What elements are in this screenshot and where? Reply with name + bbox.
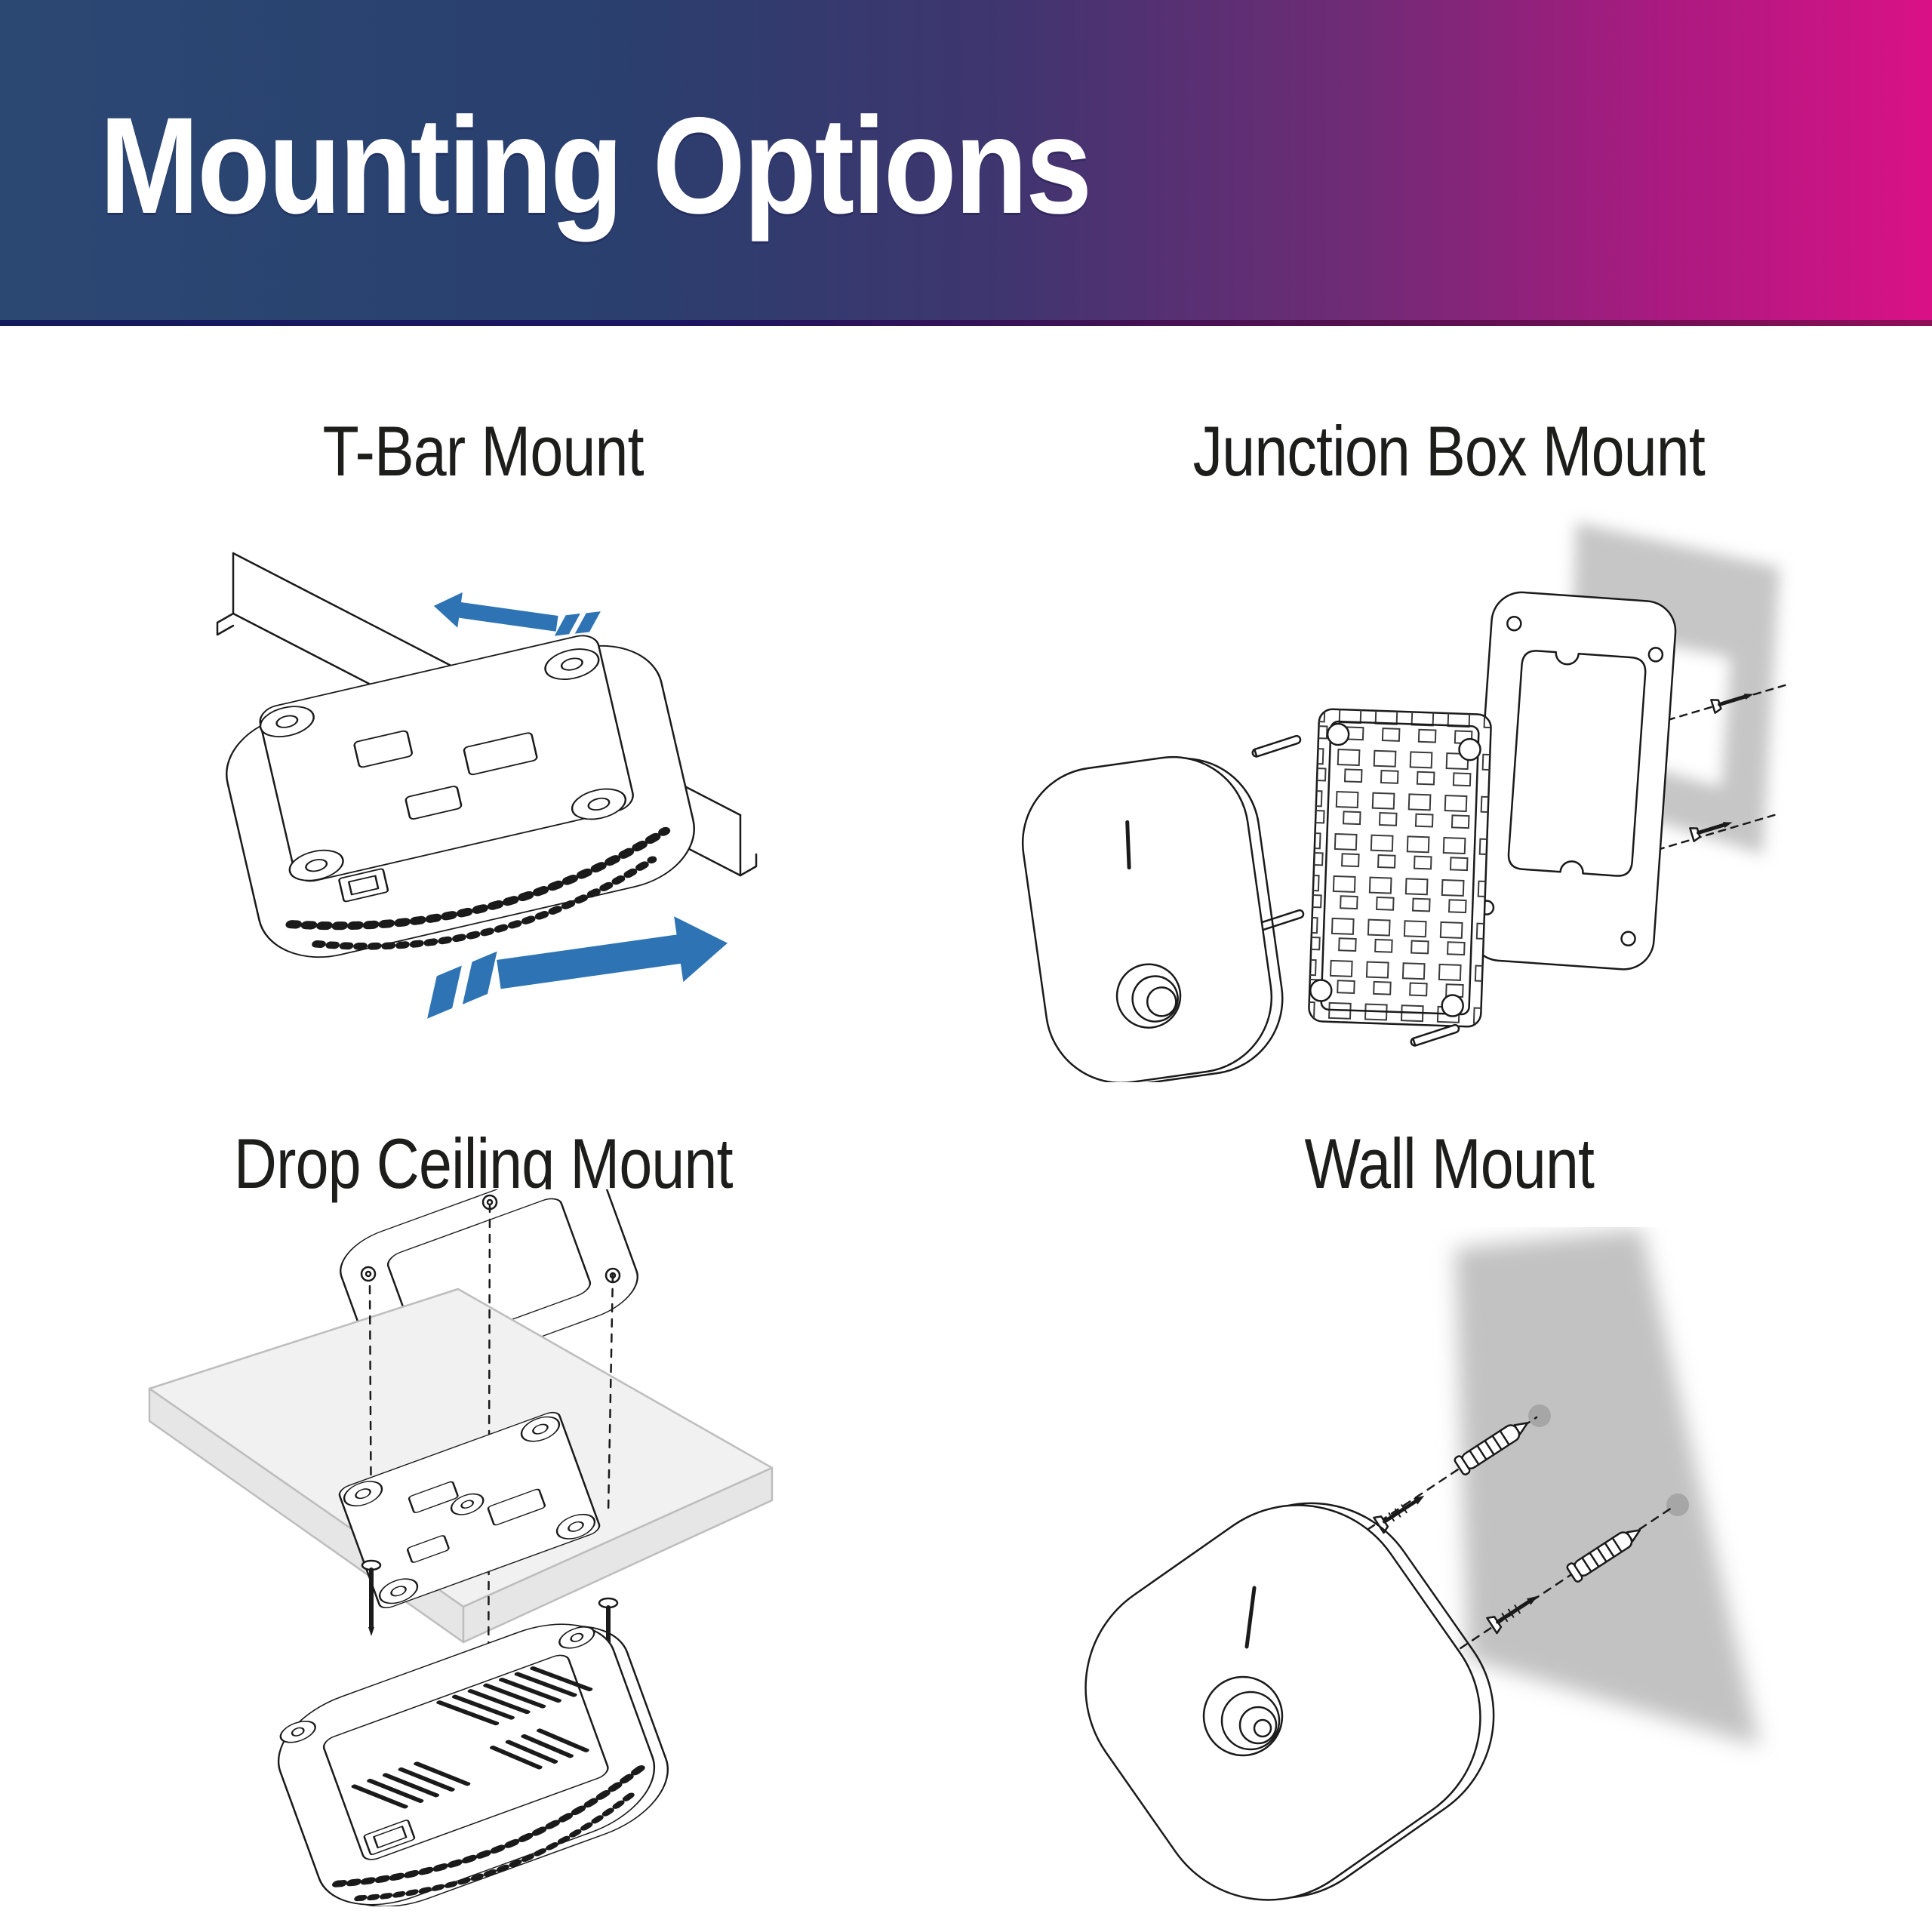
adapter-bracket xyxy=(1308,708,1492,1028)
mounting-plate xyxy=(1469,591,1792,971)
wall-anchor-hole xyxy=(1528,1404,1551,1428)
wall-anchor-hole xyxy=(1666,1494,1689,1517)
wall-mount-label: Wall Mount xyxy=(1304,1124,1594,1203)
t-bar-mount-illustration xyxy=(216,552,758,1019)
page-title: Mounting Options xyxy=(100,88,1092,242)
mounting-options-grid: T-Bar Mount xyxy=(0,326,1932,1932)
tile-mounting-plate xyxy=(338,1412,601,1609)
access-point-bottom-view xyxy=(277,1623,669,1907)
section-t-bar-mount: T-Bar Mount xyxy=(0,326,966,1103)
status-indicator xyxy=(1125,820,1131,870)
t-bar-mount-label: T-Bar Mount xyxy=(322,411,644,491)
section-junction-box-mount: Junction Box Mount xyxy=(966,326,1932,1103)
wall-shadow xyxy=(1455,1229,1760,1747)
header-banner: Mounting Options xyxy=(0,0,1932,320)
wall-mount-illustration xyxy=(1084,1229,1760,1901)
banner-underline xyxy=(0,320,1932,326)
drop-ceiling-mount-label: Drop Ceiling Mount xyxy=(233,1124,734,1203)
junction-box-mount-label: Junction Box Mount xyxy=(1192,411,1706,491)
logo-mark xyxy=(1202,1675,1284,1757)
mounting-pins xyxy=(1251,734,1460,1047)
plate-screw xyxy=(1710,694,1754,714)
plate-screw xyxy=(1689,822,1733,842)
junction-box-mount-illustration xyxy=(1021,522,1792,1083)
wall-anchors xyxy=(1454,1422,1641,1583)
section-wall-mount: Wall Mount xyxy=(966,1103,1932,1932)
section-drop-ceiling-mount: Drop Ceiling Mount xyxy=(0,1103,966,1932)
status-indicator xyxy=(1244,1586,1257,1649)
access-point-bottom-view xyxy=(226,635,695,958)
logo-mark xyxy=(1115,963,1182,1029)
access-point-front-view xyxy=(1084,1502,1495,1901)
drop-ceiling-mount-illustration xyxy=(148,1189,774,1907)
access-point-front-view xyxy=(1021,755,1284,1083)
